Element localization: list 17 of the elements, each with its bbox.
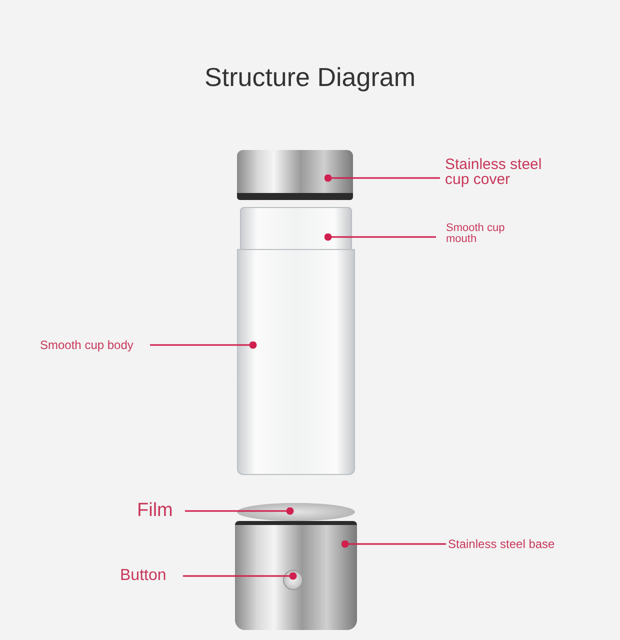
glass-cup-body-drawing: [237, 249, 355, 475]
diagram-title: Structure Diagram: [204, 62, 416, 93]
callout-text: Stainless steel base: [448, 538, 588, 550]
callout-text: Stainless steel cup cover: [445, 157, 557, 187]
cup-mouth-drawing: [240, 207, 352, 249]
callout-text: Smooth cup mouth: [446, 223, 536, 245]
leader-line: [150, 341, 257, 349]
base-drawing: [235, 521, 357, 630]
callout-text: Film: [137, 501, 187, 520]
callout-text: Smooth cup body: [40, 339, 150, 351]
leader-line: [183, 572, 297, 580]
leader-line: [341, 540, 446, 548]
callout-text: Button: [120, 568, 180, 584]
cup-lid-drawing: [237, 150, 353, 200]
leader-line: [324, 174, 440, 182]
leader-line: [324, 233, 436, 241]
leader-line: [185, 507, 294, 515]
